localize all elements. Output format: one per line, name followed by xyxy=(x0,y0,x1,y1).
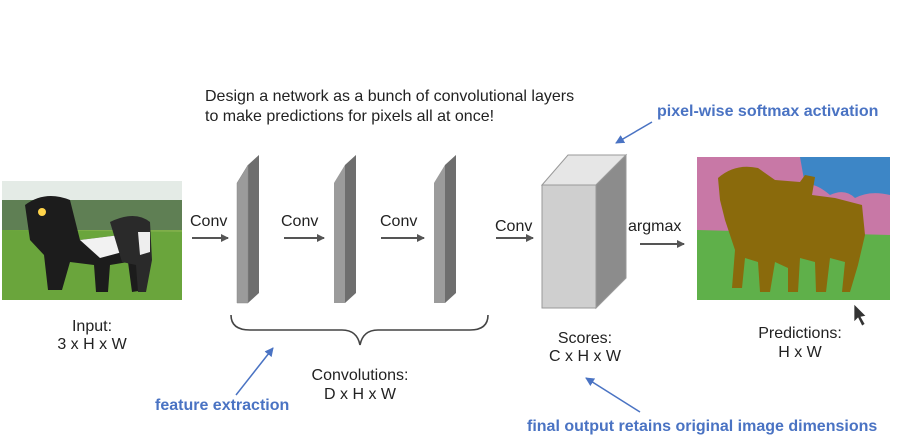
conv-label-2: Conv xyxy=(281,213,319,230)
convolutions-brace xyxy=(230,314,489,346)
final-output-note: final output retains original image dime… xyxy=(527,418,878,435)
scores-label: Scores: xyxy=(557,330,613,347)
argmax-label: argmax xyxy=(628,218,682,235)
scores-block xyxy=(540,153,628,310)
heading-line-1: Design a network as a bunch of convoluti… xyxy=(205,88,575,105)
predictions-dims: H x W xyxy=(778,344,822,361)
input-label: Input: xyxy=(71,318,113,335)
input-image xyxy=(2,181,182,300)
predictions-label: Predictions: xyxy=(758,325,842,342)
conv-layer-1 xyxy=(236,155,259,304)
input-dims: 3 x H x W xyxy=(57,336,127,353)
predictions-image xyxy=(697,157,890,300)
feature-extraction-note: feature extraction xyxy=(155,397,290,414)
arrow-feature-note xyxy=(235,347,274,396)
softmax-note: pixel-wise softmax activation xyxy=(657,103,879,120)
scores-dims: C x H x W xyxy=(549,348,621,365)
conv-label-4: Conv xyxy=(495,218,533,235)
convolutions-dims: D x H x W xyxy=(324,386,396,403)
convolutions-label: Convolutions: xyxy=(311,367,409,384)
conv-layer-2 xyxy=(334,155,356,303)
conv-layer-3 xyxy=(434,155,456,303)
arrow-final-note xyxy=(585,377,641,413)
heading-line-2: to make predictions for pixels all at on… xyxy=(205,108,495,125)
conv-label-1: Conv xyxy=(190,213,228,230)
arrow-softmax-note xyxy=(615,121,653,144)
cursor-icon xyxy=(853,303,867,327)
conv-label-3: Conv xyxy=(380,213,418,230)
